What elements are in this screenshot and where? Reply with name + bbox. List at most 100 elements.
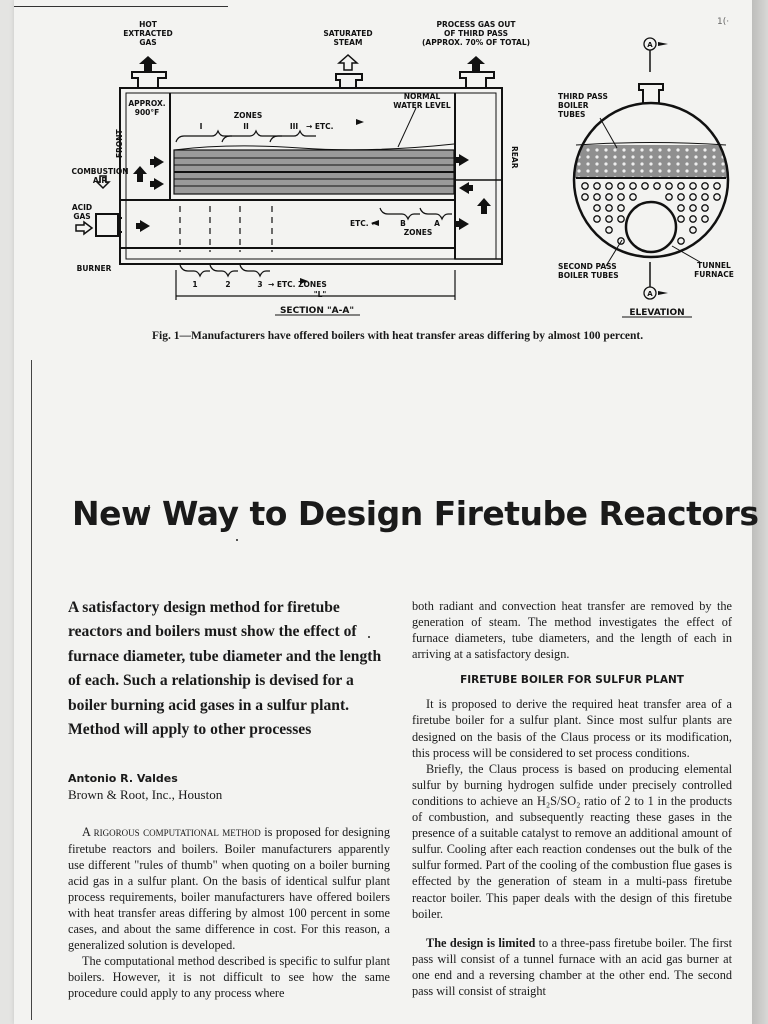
boiler-tube bbox=[617, 215, 625, 223]
paragraph-2: The computational method described is sp… bbox=[68, 954, 390, 1001]
front-label: FRONT bbox=[115, 128, 124, 158]
section-view bbox=[95, 71, 503, 265]
page-corner-mark: 1(· bbox=[717, 17, 730, 27]
boiler-tube bbox=[689, 182, 697, 190]
flow-arrows bbox=[75, 53, 491, 284]
page-edge-shadow bbox=[752, 0, 768, 1024]
boiler-tube bbox=[605, 215, 613, 223]
bottom-zone-braces bbox=[379, 207, 452, 221]
boiler-tube bbox=[701, 204, 709, 212]
section-labels: HOT EXTRACTED GAS SATURATED STEAM PROCES… bbox=[71, 20, 530, 316]
boiler-tube bbox=[605, 204, 613, 212]
svg-text:WATER LEVEL: WATER LEVEL bbox=[393, 101, 451, 110]
tunnel-furnace-label: TUNNEL bbox=[697, 261, 731, 270]
top-rule bbox=[14, 6, 228, 7]
section-marker-bottom: A bbox=[647, 290, 653, 298]
tunnel-furnace-circle bbox=[624, 200, 678, 254]
boiler-tube bbox=[701, 182, 709, 190]
boiler-tube bbox=[593, 204, 601, 212]
boiler-tube bbox=[689, 204, 697, 212]
l-zone-2: 2 bbox=[225, 280, 230, 289]
acid-gas-label: ACID bbox=[72, 203, 92, 212]
l-dimension bbox=[175, 264, 456, 300]
l-zone-1: 1 bbox=[192, 280, 197, 289]
figure-caption: Fig. 1—Manufacturers have offered boiler… bbox=[152, 330, 644, 342]
article-title: New Way to Design Firetube Reactors bbox=[72, 494, 759, 534]
zone-b: B bbox=[400, 219, 406, 228]
third-pass-label: THIRD PASS bbox=[558, 92, 608, 101]
l-label: "L" bbox=[314, 290, 327, 299]
section-marker-top: A bbox=[647, 41, 653, 49]
svg-text:EXTRACTED: EXTRACTED bbox=[123, 29, 173, 38]
left-margin-rule bbox=[31, 360, 32, 1020]
burner-label: BURNER bbox=[77, 264, 112, 273]
boiler-tube bbox=[689, 226, 697, 234]
author-name: Antonio R. Valdes bbox=[68, 772, 178, 786]
print-speck bbox=[368, 636, 370, 638]
paragraph-6: The design is limited to a three-pass fi… bbox=[412, 935, 732, 998]
svg-text:TUBES: TUBES bbox=[558, 110, 585, 119]
second-pass-label: SECOND PASS bbox=[558, 262, 617, 271]
boiler-tube bbox=[701, 215, 709, 223]
boiler-tube bbox=[677, 204, 685, 212]
boiler-tube bbox=[617, 193, 625, 201]
boiler-tube bbox=[605, 182, 613, 190]
boiler-figure: HOT EXTRACTED GAS SATURATED STEAM PROCES… bbox=[71, 20, 734, 318]
process-gas-label: PROCESS GAS OUT bbox=[437, 20, 517, 29]
zones-lower-label: ZONES bbox=[404, 228, 433, 237]
boiler-tube bbox=[713, 193, 721, 201]
zone-etc: → ETC. bbox=[306, 122, 334, 131]
rear-label: REAR bbox=[510, 146, 519, 169]
water-level-label: NORMAL bbox=[404, 92, 441, 101]
boiler-tube bbox=[629, 182, 637, 190]
elevation-view bbox=[572, 37, 730, 300]
boiler-tube bbox=[677, 182, 685, 190]
boiler-tube bbox=[641, 182, 649, 190]
boiler-tubes bbox=[173, 143, 455, 195]
boiler-tube bbox=[581, 193, 589, 201]
section-title: SECTION "A-A" bbox=[280, 306, 354, 316]
boiler-tube bbox=[677, 193, 685, 201]
boiler-tube bbox=[581, 182, 589, 190]
boiler-tube bbox=[593, 182, 601, 190]
second-pass-tubes bbox=[581, 182, 721, 245]
article-deck: A satisfactory design method for firetub… bbox=[68, 599, 382, 739]
print-speck bbox=[148, 505, 150, 507]
boiler-tube bbox=[617, 204, 625, 212]
svg-text:FURNACE: FURNACE bbox=[694, 270, 734, 279]
l-zone-3: 3 bbox=[257, 280, 262, 289]
section-subheading: FIRETUBE BOILER FOR SULFUR PLANT bbox=[460, 674, 684, 687]
boiler-tube bbox=[665, 193, 673, 201]
zone-ii: II bbox=[243, 122, 249, 131]
top-zone-braces bbox=[175, 129, 316, 143]
boiler-tube bbox=[617, 237, 625, 245]
elevation-labels: A A THIRD PASS BOILER TUBES SECOND PASS … bbox=[558, 41, 734, 318]
author-affiliation: Brown & Root, Inc., Houston bbox=[68, 787, 223, 803]
elevation-title: ELEVATION bbox=[629, 308, 684, 318]
boiler-tube bbox=[689, 215, 697, 223]
paragraph-1: A rigorous computational method is propo… bbox=[68, 825, 390, 953]
zones-label: ZONES bbox=[234, 111, 263, 120]
svg-text:900°F: 900°F bbox=[135, 108, 160, 117]
boiler-tube bbox=[653, 182, 661, 190]
saturated-steam-label: SATURATED bbox=[323, 29, 372, 38]
temperature-label: APPROX. bbox=[128, 99, 165, 108]
paragraph-6-lead: The design is limited bbox=[426, 935, 536, 950]
paragraph-1-lead: A rigorous computational method bbox=[82, 825, 261, 840]
svg-text:OF THIRD PASS: OF THIRD PASS bbox=[444, 29, 508, 38]
boiler-tube bbox=[593, 193, 601, 201]
hot-gas-label: HOT bbox=[139, 20, 158, 29]
zone-a: A bbox=[434, 219, 440, 228]
etc-zones-label: → ETC. ZONES bbox=[268, 280, 327, 289]
combustion-air-label: COMBUSTION bbox=[71, 167, 128, 176]
svg-text:(APPROX. 70% OF TOTAL): (APPROX. 70% OF TOTAL) bbox=[422, 38, 530, 47]
paragraph-4: It is proposed to derive the required he… bbox=[412, 697, 732, 760]
zone-i: I bbox=[200, 122, 203, 131]
furnace-zone-lines bbox=[179, 206, 273, 252]
etc-left-label: ETC. ← bbox=[350, 219, 378, 228]
boiler-tube bbox=[677, 215, 685, 223]
boiler-tube bbox=[665, 182, 673, 190]
boiler-tube bbox=[689, 193, 697, 201]
svg-text:AIR: AIR bbox=[93, 176, 108, 185]
svg-text:BOILER: BOILER bbox=[558, 101, 589, 110]
